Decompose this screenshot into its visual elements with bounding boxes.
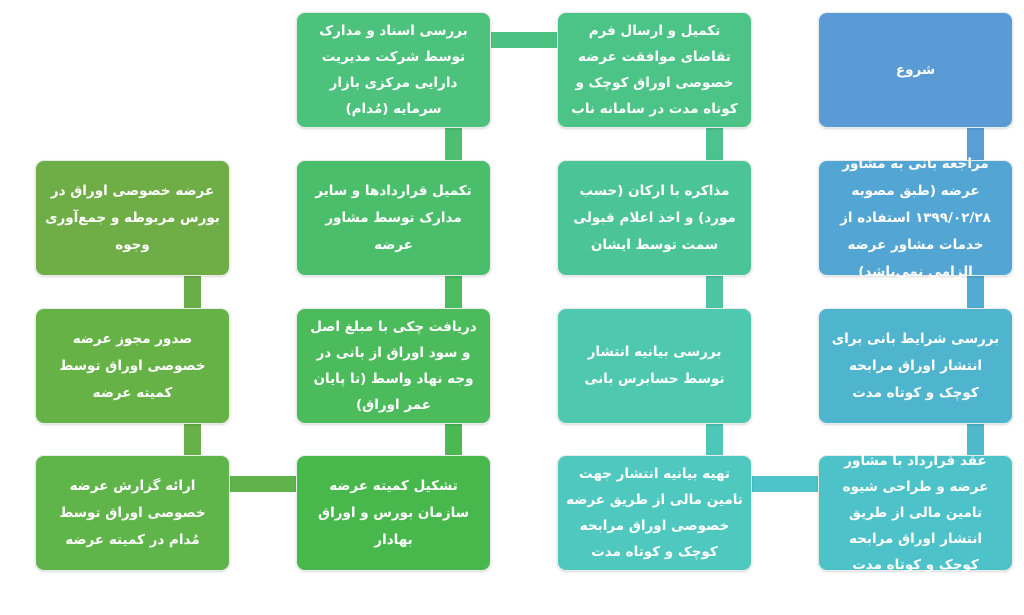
connector: [445, 128, 462, 161]
connector: [706, 424, 723, 457]
step-11: دریافت چکی با مبلغ اصل و سود اوراق از با…: [296, 308, 491, 424]
step-9: بررسی اسناد و مدارک توسط شرکت مدیریت دار…: [296, 12, 491, 128]
connector: [752, 476, 818, 492]
step-8: تکمیل و ارسال فرم تقاضای موافقت عرضه خصو…: [557, 12, 752, 128]
step-13: ارائه گزارش عرضه خصوصی اوراق توسط مُدام …: [35, 455, 230, 571]
step-12: تشکیل کمیته عرضه سازمان بورس و اوراق بها…: [296, 455, 491, 571]
connector: [967, 424, 984, 457]
connector: [445, 276, 462, 309]
connector: [706, 276, 723, 309]
connector: [230, 476, 296, 492]
step-2: مراجعه بانی به مشاور عرضه (طبق مصوبه ۱۳۹…: [818, 156, 1013, 280]
connector: [491, 32, 557, 48]
step-start: شروع: [818, 12, 1013, 128]
connector: [706, 128, 723, 161]
connector: [184, 424, 201, 457]
step-6: بررسی بیانیه انتشار توسط حسابرس بانی: [557, 308, 752, 424]
step-15: عرضه خصوصی اوراق در بورس مربوطه و جمع‌آو…: [35, 160, 230, 276]
connector: [967, 128, 984, 161]
step-5: تهیه بیانیه انتشار جهت تامین مالی از طری…: [557, 455, 752, 571]
connector: [445, 424, 462, 457]
connector: [184, 276, 201, 309]
step-10: تکمیل قراردادها و سایر مدارک توسط مشاور …: [296, 160, 491, 276]
step-14: صدور مجوز عرضه خصوصی اوراق توسط کمیته عر…: [35, 308, 230, 424]
step-4: عقد قرارداد با مشاور عرضه و طراحی شیوه ت…: [818, 453, 1013, 573]
step-3: بررسی شرایط بانی برای انتشار اوراق مرابح…: [818, 308, 1013, 424]
step-7: مذاکره با ارکان (حسب مورد) و اخذ اعلام ق…: [557, 160, 752, 276]
connector: [967, 276, 984, 309]
